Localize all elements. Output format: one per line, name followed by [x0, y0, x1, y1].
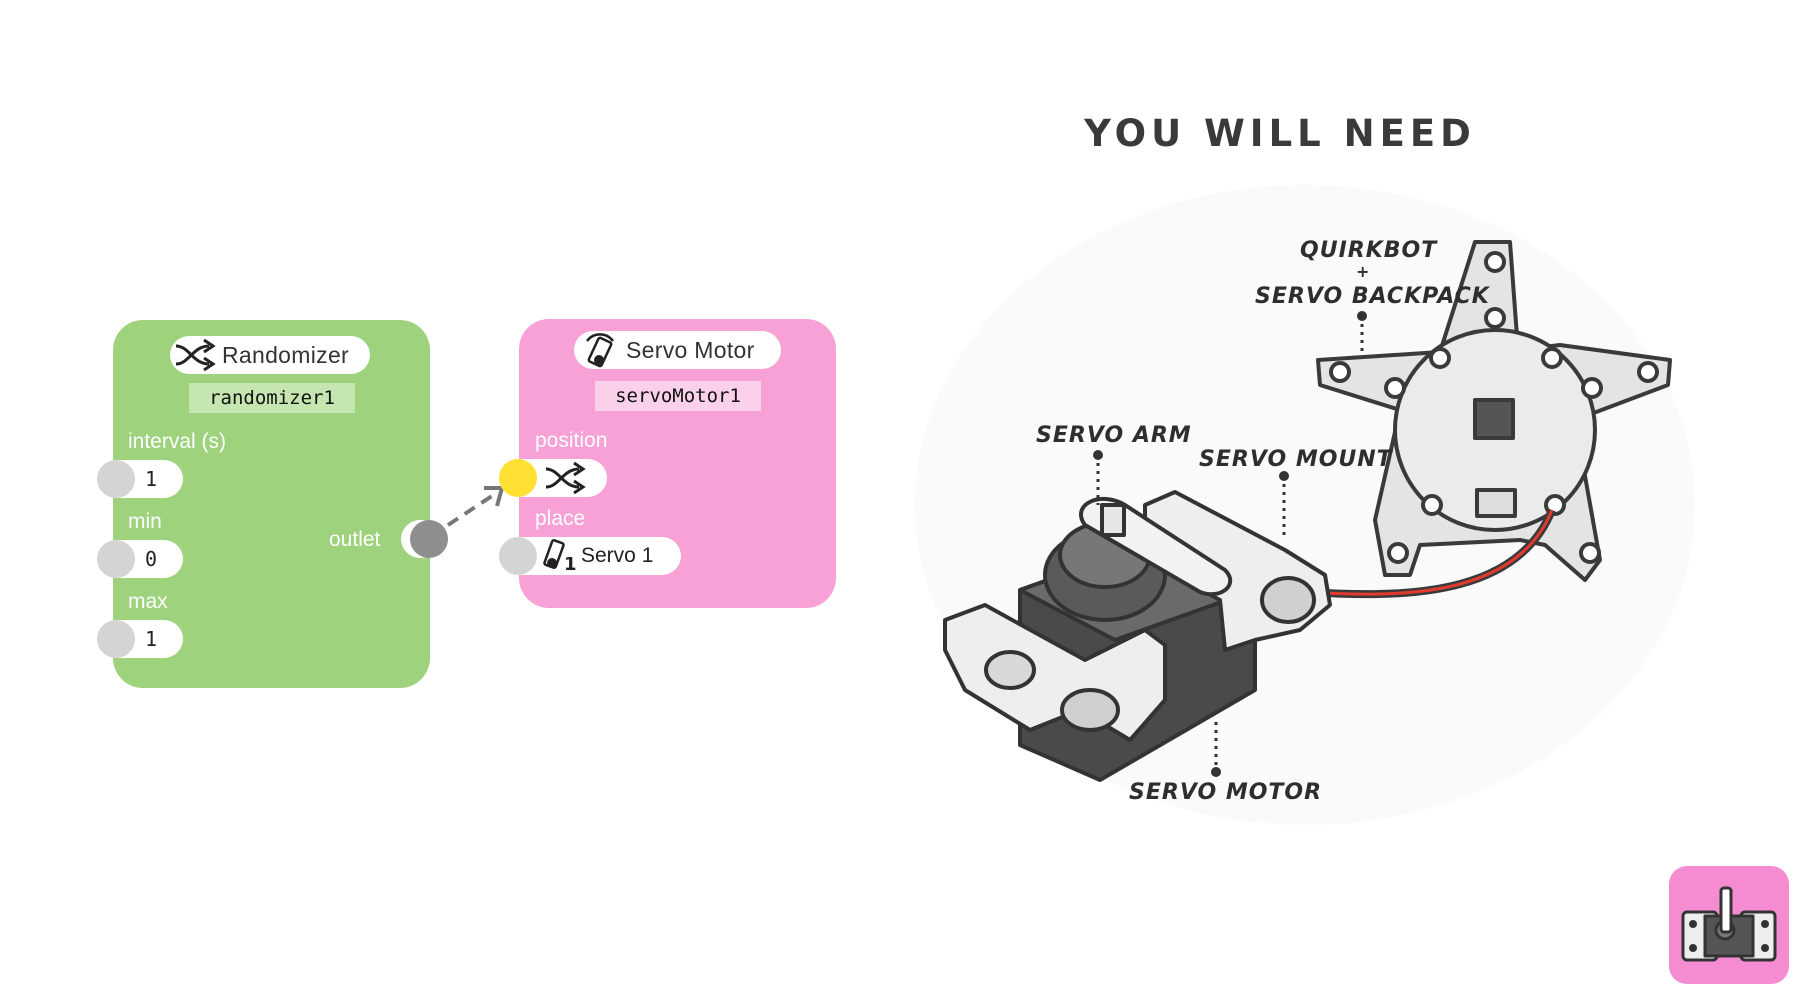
outlet-port[interactable] — [410, 520, 448, 558]
max-label: max — [128, 590, 168, 613]
callout-servo-arm: SERVO ARM — [1036, 423, 1192, 448]
interval-label: interval (s) — [128, 430, 227, 453]
svg-text:1: 1 — [564, 554, 577, 573]
min-input[interactable]: 0 — [97, 540, 183, 578]
servo-motor-node[interactable]: Servo Motor servoMotor1 position place 1… — [499, 319, 836, 608]
interval-value: 1 — [145, 467, 158, 491]
servo-cable — [1309, 508, 1556, 599]
callout-servo-motor: SERVO MOTOR — [1129, 780, 1323, 805]
place-port[interactable] — [499, 537, 537, 575]
place-value: Servo 1 — [581, 544, 654, 567]
outlet-label: outlet — [329, 528, 381, 551]
callout-leaders — [1093, 311, 1367, 777]
randomizer-title-pill[interactable]: Randomizer — [170, 336, 370, 374]
interval-port[interactable] — [97, 460, 135, 498]
you-will-need-heading: YOU WILL NEED — [1084, 112, 1476, 155]
callout-servo-backpack: SERVO BACKPACK — [1255, 284, 1490, 309]
min-value: 0 — [145, 547, 158, 571]
max-port[interactable] — [97, 620, 135, 658]
shuffle-icon — [541, 459, 591, 501]
connection-wire — [446, 486, 505, 527]
randomizer-instance-name[interactable]: randomizer1 — [189, 383, 355, 413]
randomizer-title: Randomizer — [222, 341, 349, 368]
max-input[interactable]: 1 — [97, 620, 183, 658]
callout-servo-mount: SERVO MOUNT — [1199, 447, 1393, 472]
place-input[interactable]: 1 Servo 1 — [499, 537, 681, 575]
servo-assembly — [943, 490, 1332, 782]
place-label: place — [535, 507, 586, 530]
randomizer-node[interactable]: Randomizer randomizer1 interval (s) 1 mi… — [97, 320, 448, 688]
interval-input[interactable]: 1 — [97, 460, 183, 498]
shuffle-icon — [170, 336, 222, 374]
servo-place-icon: 1 — [537, 539, 581, 573]
callout-plus: + — [1356, 262, 1371, 281]
servo-title: Servo Motor — [626, 336, 755, 363]
min-label: min — [128, 510, 162, 533]
position-label: position — [535, 429, 608, 452]
callout-quirkbot: QUIRKBOT — [1300, 238, 1438, 263]
min-port[interactable] — [97, 540, 135, 578]
servo-title-pill[interactable]: Servo Motor — [574, 331, 781, 369]
servo-badge — [1669, 866, 1789, 984]
servo-instance-name[interactable]: servoMotor1 — [595, 381, 761, 411]
position-port[interactable] — [499, 459, 537, 497]
servo-motor-icon — [574, 331, 626, 369]
max-value: 1 — [145, 627, 158, 651]
